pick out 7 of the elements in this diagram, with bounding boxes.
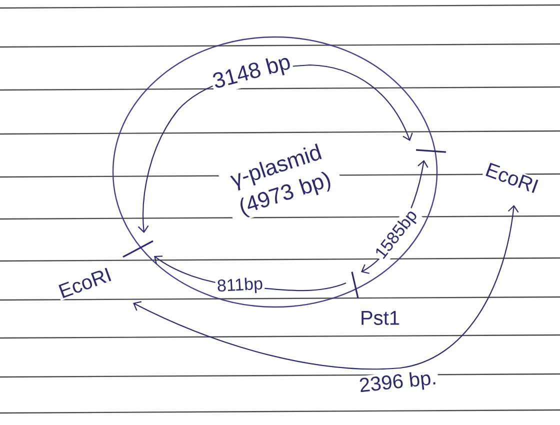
edge-label: 3148 bp	[209, 50, 295, 96]
site-label: Pst1	[358, 310, 402, 326]
edge-label: 811bp	[215, 275, 265, 297]
edge-label: 2396 bp.	[356, 368, 440, 398]
site-label: EcoRI	[482, 160, 542, 196]
site-label: EcoRI	[55, 265, 115, 301]
double-arrow	[133, 205, 519, 370]
